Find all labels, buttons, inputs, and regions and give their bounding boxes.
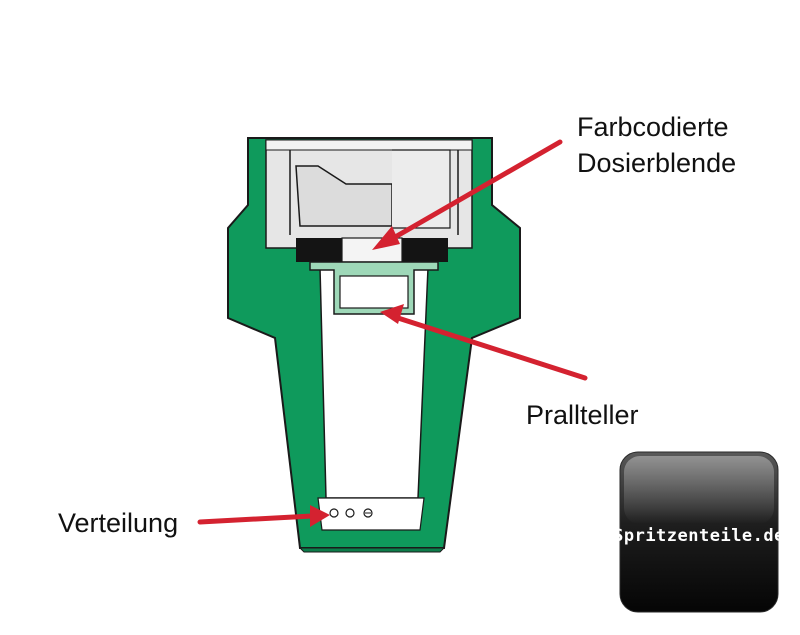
arrow-distribution [197,505,330,527]
seal-ring-right [402,238,448,262]
spritzenteile-logo: Spritzenteile.de [613,451,785,613]
arrow-impact-plate [380,304,588,381]
nozzle-tip [298,547,446,553]
label-impact-plate: Prallteller [526,400,639,430]
seal-ring-left [296,238,342,262]
arrow-dosing-orifice [372,139,563,250]
distribution-hole [345,508,355,518]
label-dosing-orifice-line1: Farbcodierte [577,112,729,142]
impact-plate-inner [339,275,409,309]
logo-text: Spritzenteile.de [613,526,785,546]
label-dosing-orifice-line2: Dosierblende [577,148,736,178]
insert-body-right [392,149,451,229]
label-distribution: Verteilung [58,508,178,538]
distribution-hole [329,508,339,518]
cavity-rim [265,139,473,151]
